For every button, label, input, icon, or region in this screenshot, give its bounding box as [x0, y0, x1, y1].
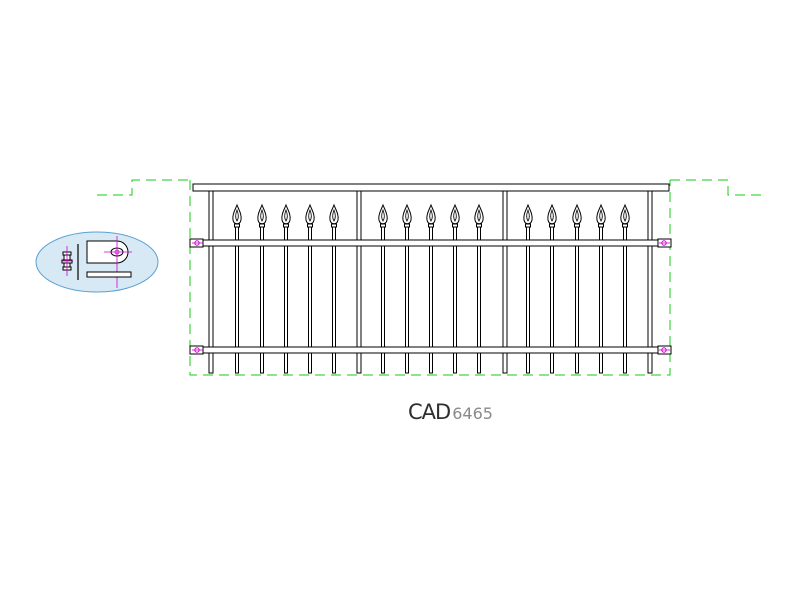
fence-rail-upper [192, 239, 670, 247]
fence-picket [474, 203, 484, 374]
bolt-icon [61, 246, 73, 276]
ground-profile-line [97, 179, 765, 376]
bracket-plate-icon [86, 236, 132, 288]
fence-picket [572, 203, 582, 374]
bracket-detail-bubble [35, 231, 159, 293]
fence-top-cap [192, 183, 670, 192]
bracket-plate-side [86, 271, 132, 278]
watermark-number: 6465 [452, 404, 493, 423]
bracket-upper-left [189, 238, 204, 248]
fence-picket [450, 203, 460, 374]
fence-picket [620, 203, 630, 374]
ground-profile-left [97, 179, 190, 196]
fence-picket [402, 203, 412, 374]
fence-picket [426, 203, 436, 374]
fence-picket [257, 203, 267, 374]
fence-pickets [232, 203, 630, 374]
fence-picket [523, 203, 533, 374]
fence-post-middle-1 [356, 190, 362, 374]
bracket-lower-right [657, 345, 672, 355]
bracket-upper-right [657, 238, 672, 248]
fence-picket [596, 203, 606, 374]
fence-picket [281, 203, 291, 374]
rail-end-brackets [189, 238, 672, 355]
ground-profile-right [670, 179, 765, 196]
fence-picket [232, 203, 242, 374]
watermark-logo: CAD [408, 400, 451, 424]
fence-picket [305, 203, 315, 374]
ground-profile-bottom [189, 180, 671, 376]
bracket-lower-left [189, 345, 204, 355]
fence-picket [378, 203, 388, 374]
cad-watermark: CAD 6465 [408, 398, 493, 426]
fence-picket [547, 203, 557, 374]
fence-post-right [647, 190, 653, 374]
fence-post-left [208, 190, 214, 374]
fence-post-middle-2 [502, 190, 508, 374]
fence-posts [208, 190, 653, 374]
fence-picket [329, 203, 339, 374]
fence-rail-lower [192, 346, 670, 354]
